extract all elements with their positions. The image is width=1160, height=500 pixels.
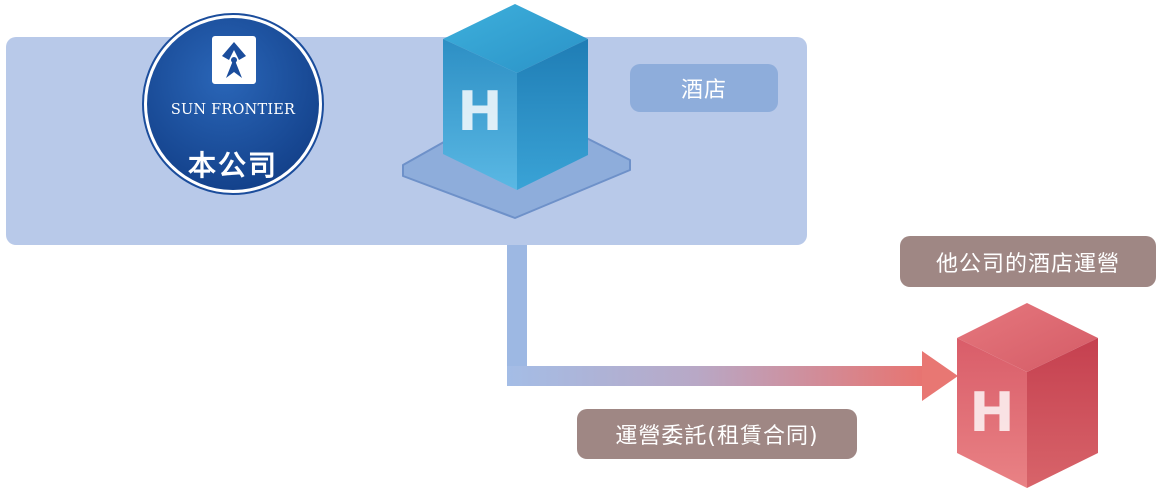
other-company-hotel-tag: 他公司的酒店運營: [935, 251, 1120, 277]
hotel-tag-bg: [630, 64, 778, 112]
brand-name: SUN FRONTIER: [170, 102, 296, 118]
hotel-tag: 酒店: [680, 78, 727, 103]
contract-tag-bg: [577, 409, 857, 459]
contract-tag: 運營委託(租賃合同): [615, 424, 819, 449]
hotel-cube-icon: H: [402, 4, 631, 219]
sun-frontier-logo-icon: [142, 13, 324, 195]
company-logo: SUN FRONTIER 本公司: [138, 16, 328, 194]
other-hotel-cube-icon: H: [957, 303, 1098, 488]
company-label: 本公司: [187, 149, 278, 182]
arrow-right-icon: [507, 245, 958, 401]
other-company-tag-bg: [900, 236, 1156, 287]
hotel-cube-letter: H: [457, 80, 502, 143]
other-cube-letter: H: [969, 381, 1014, 444]
